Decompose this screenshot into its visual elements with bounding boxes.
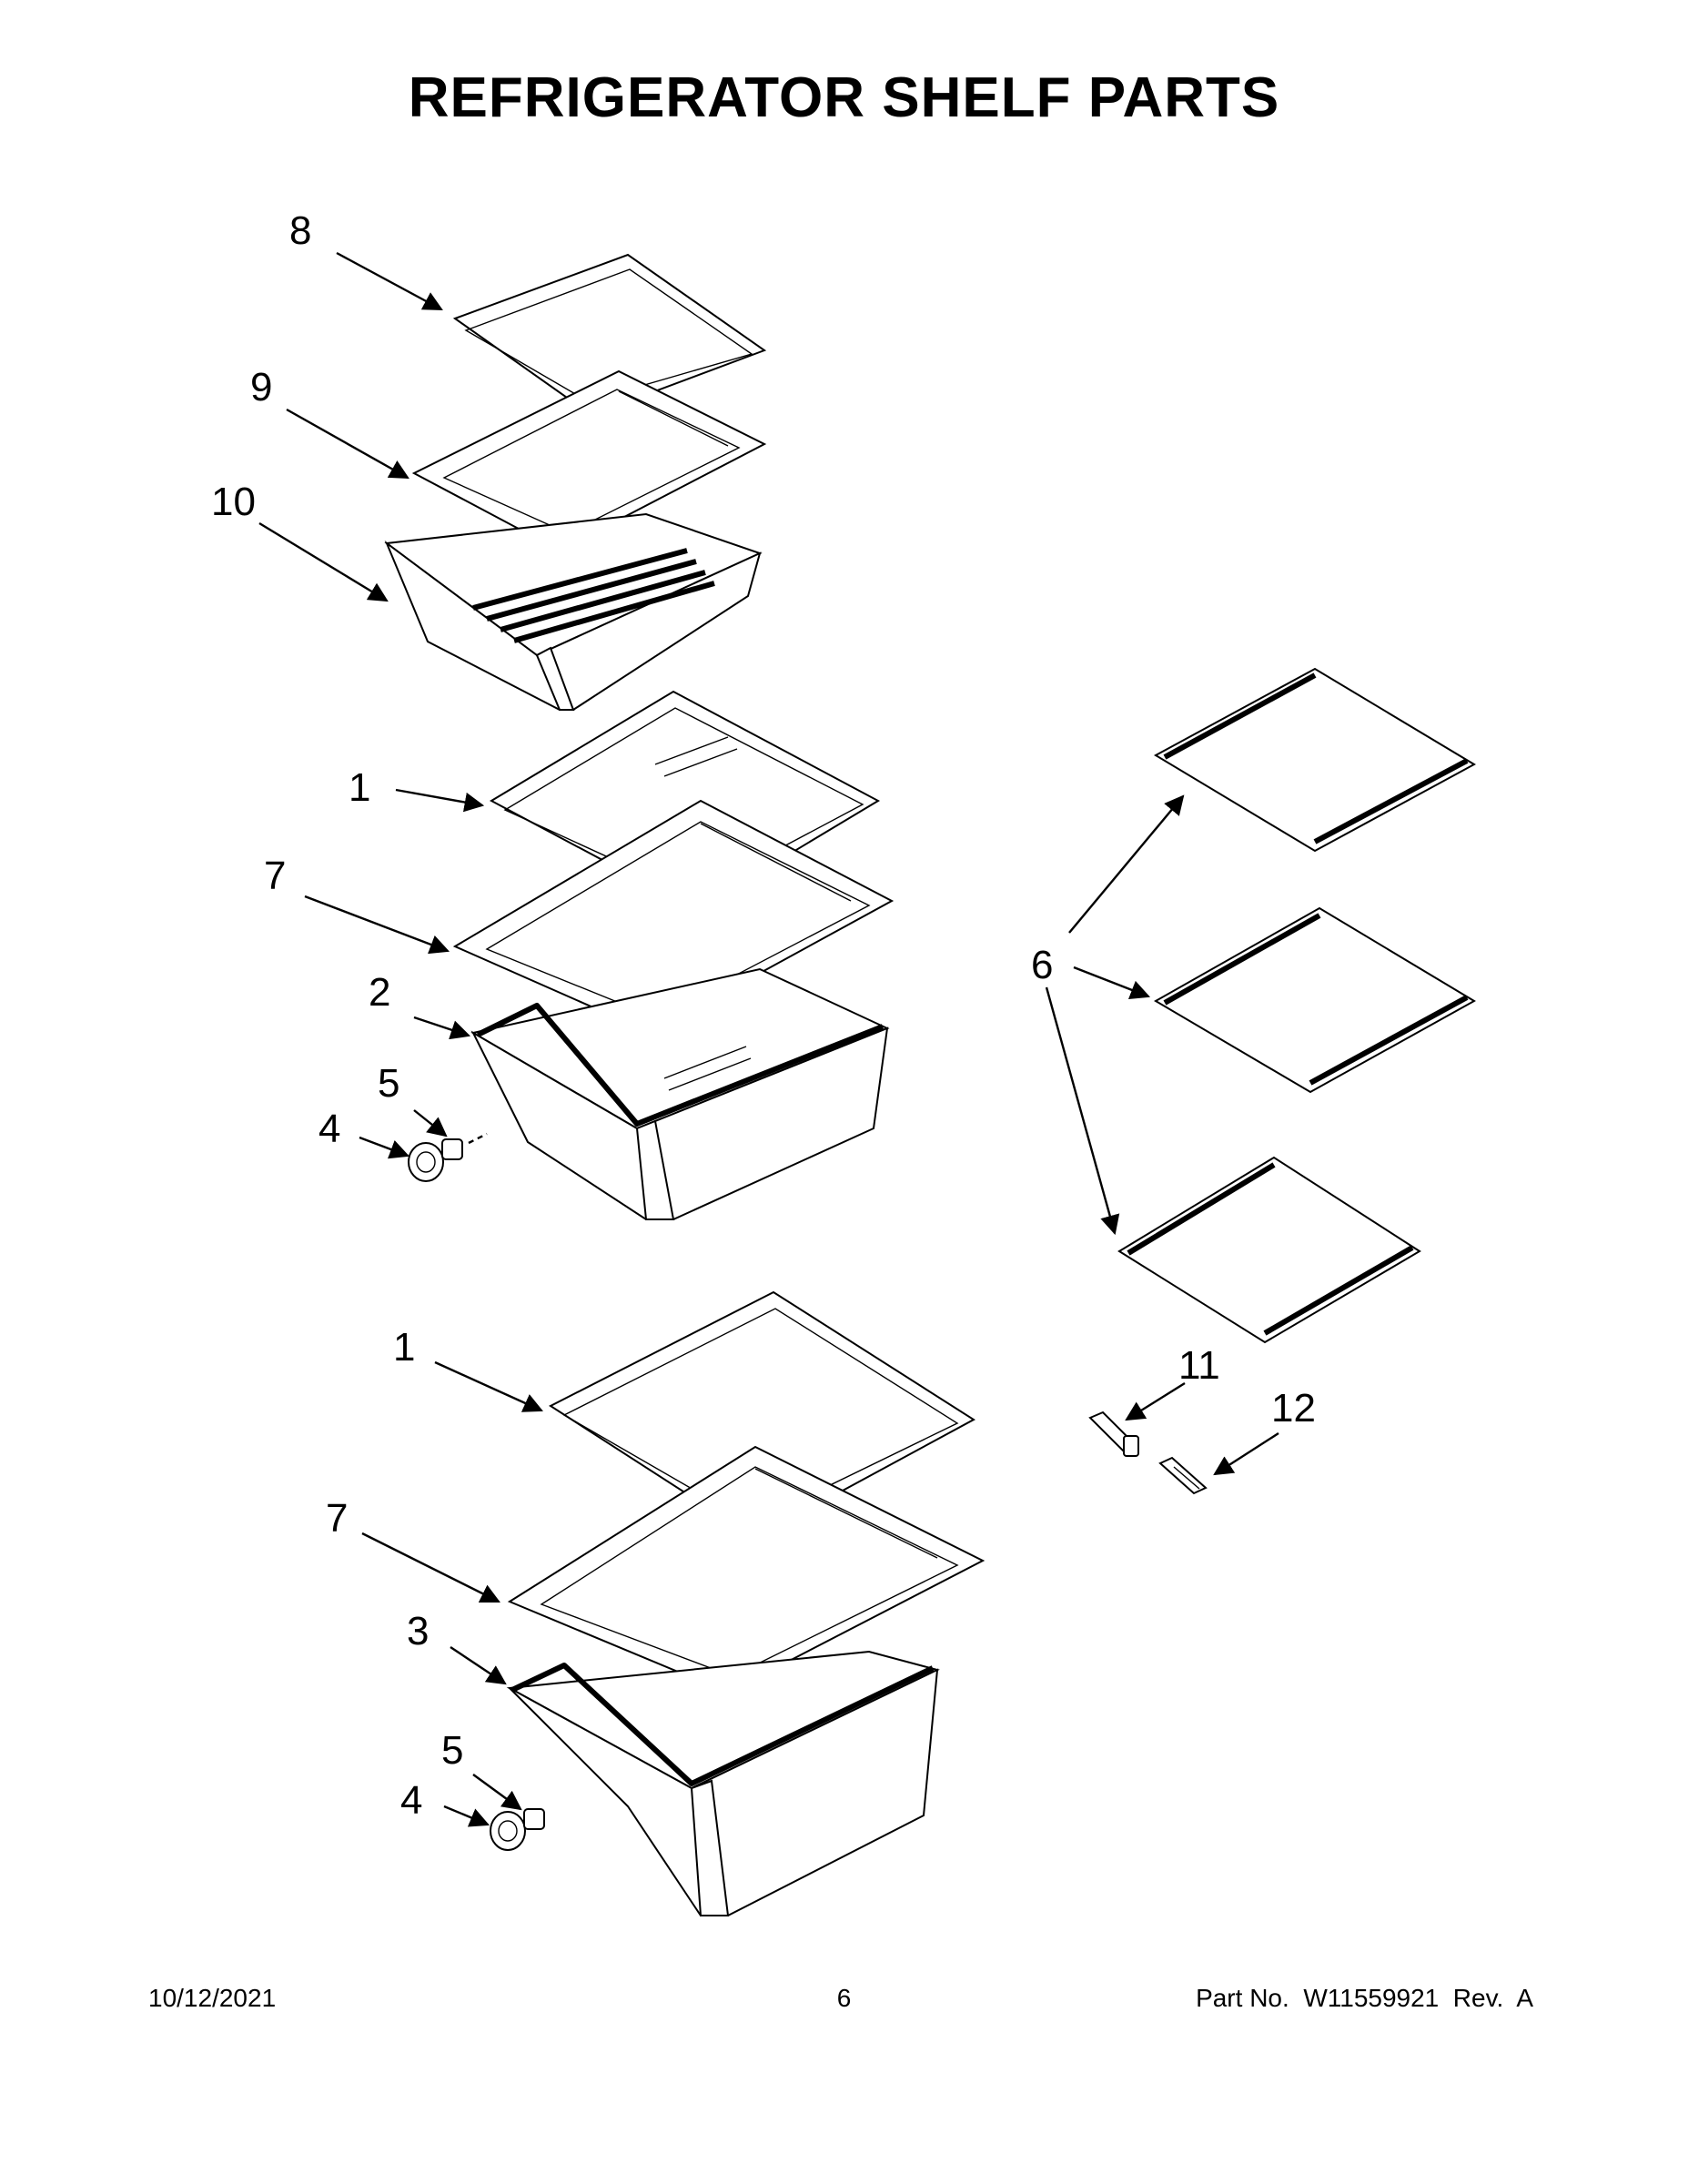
callout-4-middle: 4 — [318, 1107, 340, 1151]
callout-12: 12 — [1271, 1386, 1316, 1431]
leader-lines — [258, 251, 1279, 1827]
callout-1-bottom: 1 — [393, 1325, 415, 1370]
callout-7-bottom: 7 — [326, 1496, 348, 1541]
crisper-drawer-bottom — [506, 1650, 940, 1916]
footer-page-number: 6 — [836, 1984, 852, 2012]
callout-11: 11 — [1178, 1343, 1220, 1388]
shelf-frame-top — [411, 369, 767, 552]
drawer-grille — [472, 548, 715, 643]
drawer-knob-bottom — [490, 1808, 545, 1851]
callout-7-middle: 7 — [264, 854, 286, 898]
callout-1-middle: 1 — [349, 765, 370, 810]
callout-8: 8 — [289, 208, 311, 253]
callout-5-middle: 5 — [378, 1061, 399, 1106]
shelf-clip-part-12 — [1158, 1456, 1208, 1495]
callout-3: 3 — [407, 1609, 429, 1653]
callout-9: 9 — [250, 365, 272, 410]
crisper-drawer-middle — [470, 967, 890, 1220]
callout-5-bottom: 5 — [441, 1728, 463, 1773]
footer-part-number: Part No. W11559921 Rev. A — [1196, 1984, 1533, 2012]
glass-shelf-insert-top — [452, 253, 767, 442]
callout-6: 6 — [1031, 943, 1053, 987]
drawer-knob-middle — [408, 1132, 488, 1182]
footer-date: 10/12/2021 — [148, 1984, 277, 2012]
deli-drawer-top — [384, 512, 763, 711]
page-title: REFRIGERATOR SHELF PARTS — [408, 66, 1280, 129]
glass-shelf-upper — [1153, 667, 1477, 853]
callout-4-bottom: 4 — [400, 1778, 422, 1823]
glass-shelf-middle — [1154, 906, 1476, 1094]
shelf-frame-bottom — [507, 1445, 986, 1694]
callout-2: 2 — [369, 970, 390, 1015]
glass-shelf-lower — [1117, 1156, 1421, 1344]
shelf-bracket-part-11 — [1088, 1410, 1139, 1457]
callout-labels: 8 9 10 1 7 2 5 4 6 1 7 3 5 4 11 12 — [211, 208, 1316, 1823]
callout-10: 10 — [211, 480, 256, 524]
shelf-frame-middle — [452, 799, 895, 1035]
